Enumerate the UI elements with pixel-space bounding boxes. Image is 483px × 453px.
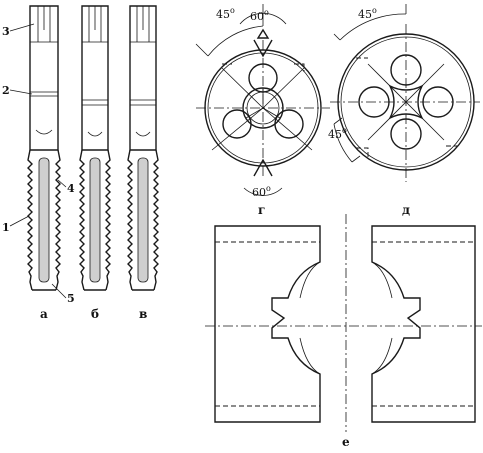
angle-d-45-left: 45o [328, 126, 347, 141]
callout-2: 2 [2, 84, 10, 97]
caption-d: д [402, 203, 410, 217]
angle-g-60-bottom: 60o [252, 184, 271, 199]
split-die-e [205, 214, 482, 432]
die-g [195, 4, 330, 196]
caption-v: в [139, 307, 147, 321]
caption-b: б [91, 307, 99, 321]
callout-leaders [9, 23, 67, 299]
callout-3: 3 [2, 25, 10, 38]
tap-v [127, 5, 159, 291]
tap-a [27, 5, 61, 291]
angle-d-45-top: 45o [358, 6, 377, 21]
callout-4: 4 [67, 182, 75, 195]
angle-g-60-top: 60o [250, 8, 269, 23]
caption-e: е [342, 435, 350, 449]
caption-a: а [40, 307, 48, 321]
caption-g: г [258, 203, 265, 217]
tap-b [79, 5, 111, 291]
angle-g-45: 45o [216, 6, 235, 21]
die-d [330, 4, 480, 182]
callout-5: 5 [67, 292, 75, 305]
callout-1: 1 [2, 221, 10, 234]
